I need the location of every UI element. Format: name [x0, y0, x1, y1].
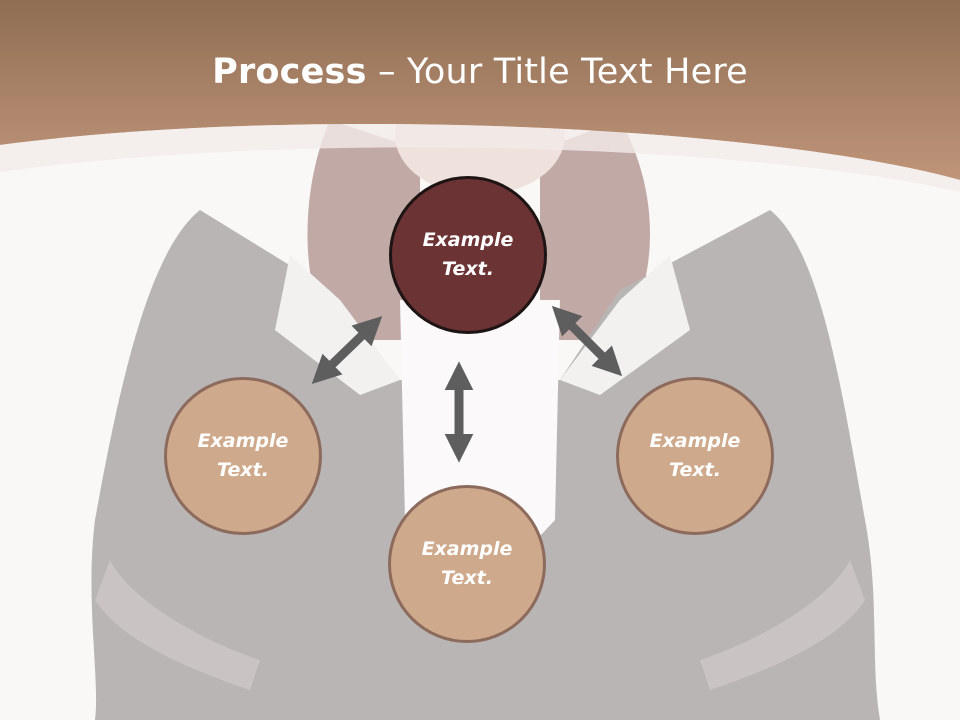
- slide-title: Process – Your Title Text Here: [0, 52, 960, 92]
- cycle-node-top[interactable]: Example Text.: [389, 176, 547, 334]
- cycle-node-bottom[interactable]: Example Text.: [388, 485, 546, 643]
- title-bold: Process: [212, 52, 367, 92]
- title-rest: – Your Title Text Here: [366, 52, 748, 92]
- cycle-node-left[interactable]: Example Text.: [164, 377, 322, 535]
- cycle-node-right[interactable]: Example Text.: [616, 377, 774, 535]
- arrow-top-right: [551, 305, 623, 377]
- arrow-top-left: [311, 315, 383, 385]
- header-band: [0, 0, 960, 192]
